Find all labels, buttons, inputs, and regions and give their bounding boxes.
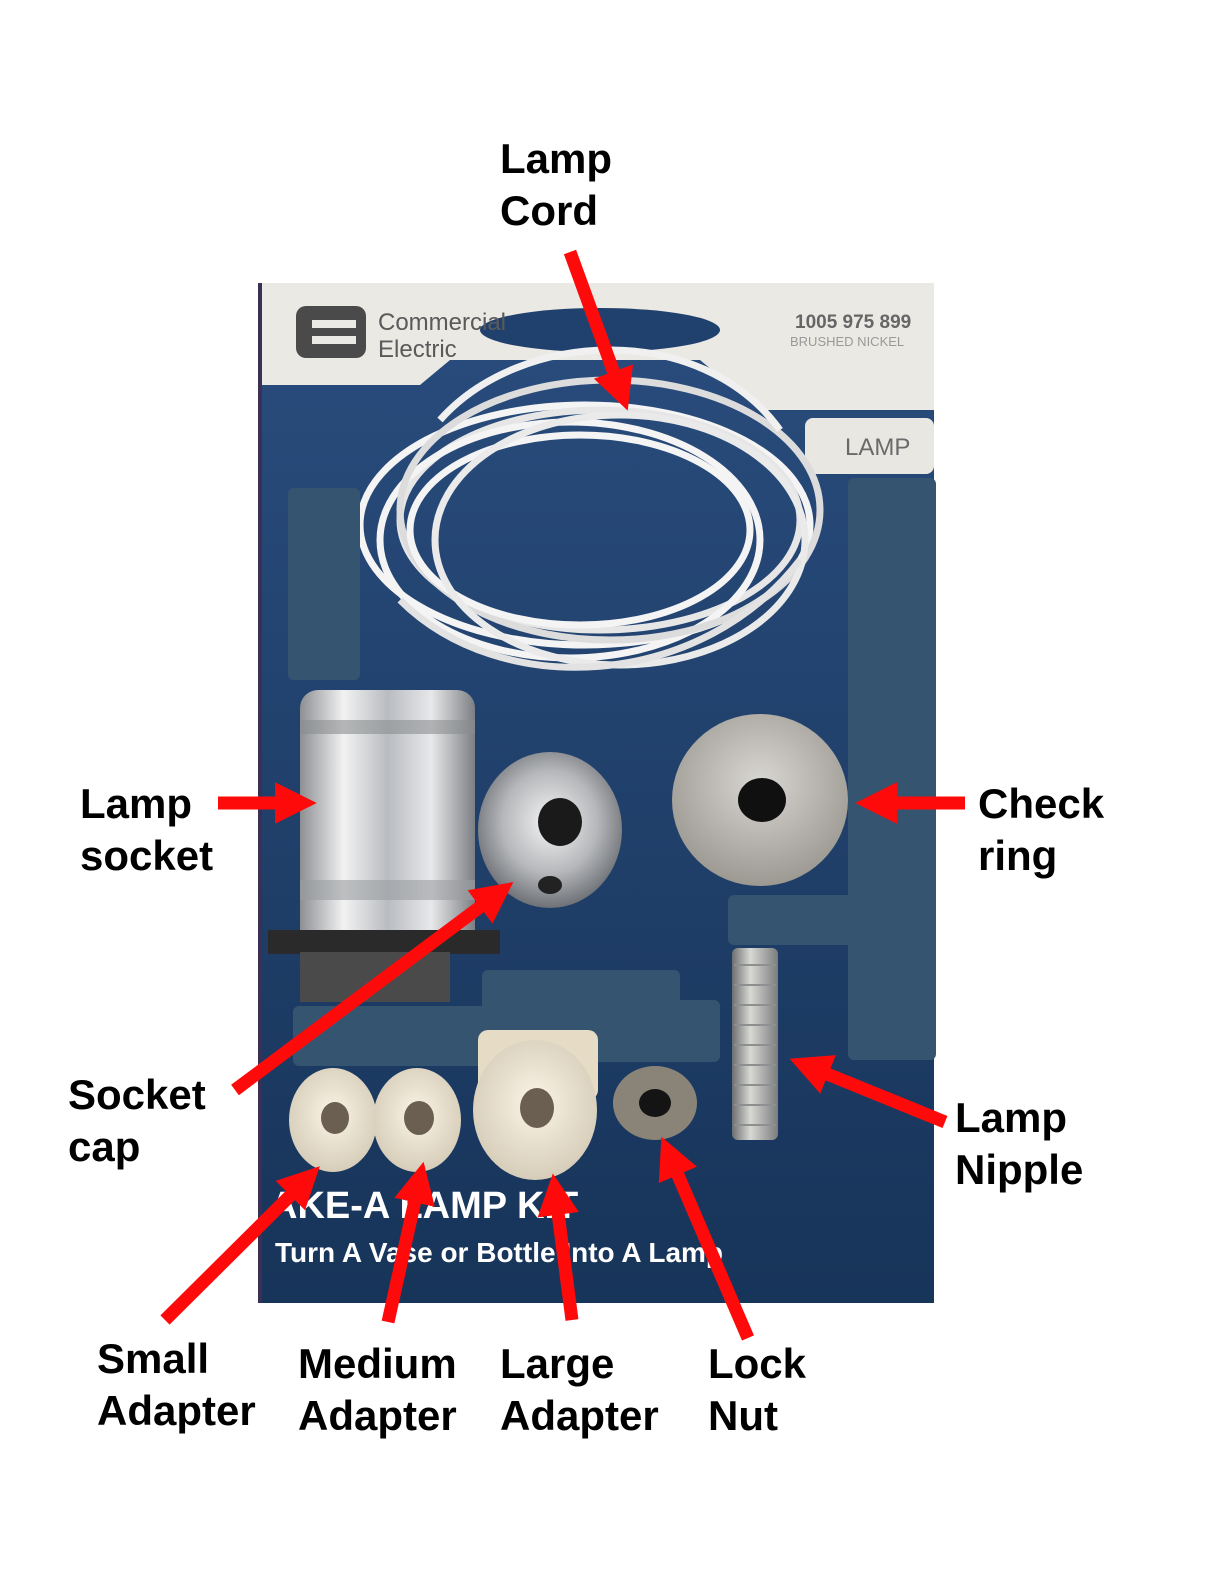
small-adapter-part — [289, 1068, 377, 1172]
large-adapter-part — [473, 1030, 598, 1180]
model-number: 1005 975 899 — [795, 312, 911, 333]
lamp-nipple-part — [732, 948, 778, 1140]
lamp-tab-text: LAMP — [845, 434, 910, 461]
brand-line1: Commercial — [378, 309, 506, 336]
check-ring-part — [672, 714, 848, 886]
kit-title: AKE-A LAMP KIT — [270, 1185, 578, 1227]
kit-subtitle: Turn A Vase or Bottle Into A Lamp — [275, 1237, 723, 1268]
finish-text: BRUSHED NICKEL — [790, 334, 904, 349]
socket-cap-part — [478, 752, 622, 908]
lock-nut-part — [613, 1066, 697, 1140]
commercial-electric-logo: Commercial Electric — [296, 306, 506, 363]
brand-line2: Electric — [378, 336, 457, 363]
medium-adapter-part — [373, 1068, 461, 1172]
